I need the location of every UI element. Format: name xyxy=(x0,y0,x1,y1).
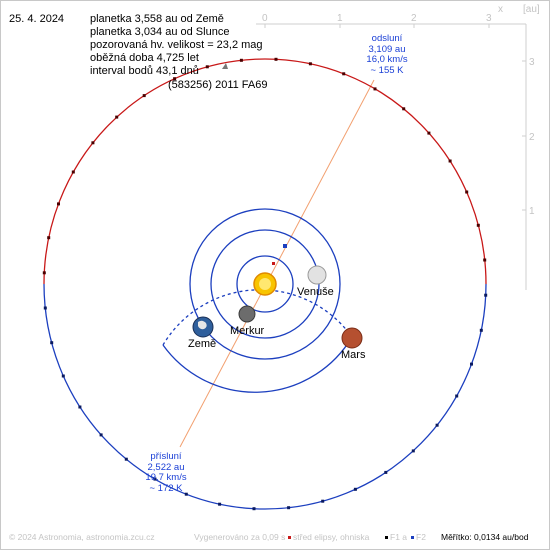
orbit-point xyxy=(484,293,488,297)
perihelion-title: přísluní xyxy=(150,451,182,462)
orbit-point xyxy=(373,87,377,91)
asteroid-name: (583256) 2011 FA69 xyxy=(168,79,268,91)
orbit-point xyxy=(47,236,51,240)
orbit-point xyxy=(384,470,388,474)
info-magnitude: pozorovaná hv. velikost = 23,2 mag xyxy=(90,39,263,51)
aphelion-label: odsluní 3,109 au 16,0 km/s ~ 155 K xyxy=(354,33,420,76)
unit-label: [au] xyxy=(523,4,540,15)
axes xyxy=(256,23,527,290)
aphelion-distance: 3,109 au xyxy=(368,43,406,55)
asteroid-orbit-above xyxy=(43,58,487,285)
asteroid-orbit-below xyxy=(43,283,487,510)
asteroid-marker xyxy=(222,63,228,69)
info-period: oběžná doba 4,725 let xyxy=(90,52,199,64)
y-tick-label: 1 xyxy=(529,206,535,217)
orbit-point xyxy=(184,492,188,496)
orbit-point xyxy=(50,341,54,345)
earth-orbit xyxy=(189,208,341,360)
footer-legend-centre: střed elipsy, ohniska xyxy=(288,532,369,542)
mercury xyxy=(238,305,256,323)
orbit-point xyxy=(465,190,469,194)
aphelion-temp: ~ 155 K xyxy=(370,64,404,76)
orbit-point xyxy=(42,271,46,275)
orbit-point xyxy=(115,115,119,119)
orbit-point xyxy=(274,57,278,61)
apsides-line xyxy=(179,79,375,448)
orbit-point xyxy=(57,202,60,206)
orbit-point xyxy=(483,258,487,262)
orbit-point xyxy=(78,405,82,409)
mercury-label: Merkur xyxy=(230,325,265,337)
venus-label: Venuše xyxy=(297,286,334,298)
mars-orbit-far xyxy=(162,289,353,346)
perihelion-temp: ~ 172 K xyxy=(149,482,183,494)
orbit-point xyxy=(99,433,103,437)
orbit-point xyxy=(205,65,209,69)
info-interval: interval bodů 43,1 dnů xyxy=(90,65,199,77)
info-distance-sun: planetka 3,034 au od Slunce xyxy=(90,26,230,38)
orbit-point xyxy=(308,62,312,66)
orbit-point xyxy=(427,131,431,135)
orbit-point xyxy=(173,77,177,81)
venus xyxy=(307,265,327,285)
legend-f2-swatch xyxy=(411,536,414,540)
orbit-point xyxy=(321,499,325,503)
y-tick-label: 2 xyxy=(529,132,535,143)
orbit-point xyxy=(342,72,346,76)
orbit-point xyxy=(142,94,146,98)
x-tick-label: 1 xyxy=(337,13,343,24)
sun xyxy=(253,272,277,296)
orbit-point xyxy=(402,107,406,111)
orbit-point xyxy=(470,362,473,366)
perihelion-speed: 19,7 km/s xyxy=(145,472,187,483)
orbit-point xyxy=(218,502,222,506)
footer-legend-f2: F2 xyxy=(411,532,426,542)
x-axis-label: x xyxy=(498,4,503,15)
orbit-point xyxy=(476,223,480,227)
perihelion-label: přísluní 2,522 au 19,7 km/s ~ 172 K xyxy=(133,451,199,494)
orbit-point xyxy=(411,449,415,453)
orbit-point xyxy=(353,487,357,491)
orbit-point xyxy=(61,374,65,378)
orbit-point xyxy=(239,58,243,62)
perihelion-distance: 2,522 au xyxy=(147,461,185,473)
info-distance-earth: planetka 3,558 au od Země xyxy=(90,13,224,25)
mars-orbit-near xyxy=(162,336,353,393)
orbit-point xyxy=(153,477,157,481)
ellipse-centre-marker xyxy=(272,262,275,265)
orbit-point xyxy=(91,141,95,145)
aphelion-title: odsluní xyxy=(371,33,403,44)
aphelion-speed: 16,0 km/s xyxy=(366,54,408,65)
footer-legend-f1: F1 a xyxy=(385,532,407,542)
orbit-interval-points xyxy=(42,57,488,511)
orbit-point xyxy=(479,328,483,332)
orbit-point xyxy=(435,423,439,427)
mars-label: Mars xyxy=(341,349,366,361)
y-tick-label: 3 xyxy=(529,57,535,68)
legend-centre-swatch xyxy=(288,536,291,540)
focus-f2-marker xyxy=(283,244,287,248)
earth-label: Země xyxy=(188,338,217,350)
orbit-point xyxy=(448,159,452,163)
legend-f1-swatch xyxy=(385,536,388,540)
footer-generated: Vygenerováno za 0,09 s xyxy=(194,532,286,542)
footer-scale: Měřítko: 0,0134 au/bod xyxy=(441,532,529,542)
orbit-point xyxy=(252,507,256,511)
mercury-orbit xyxy=(236,255,294,313)
footer-copyright: © 2024 Astronomia, astronomia.zcu.cz xyxy=(9,532,155,542)
orbit-point xyxy=(43,306,47,310)
earth xyxy=(192,316,214,338)
mars xyxy=(341,327,363,349)
orbit-point xyxy=(71,170,75,174)
x-tick-label: 0 xyxy=(262,13,268,24)
orbit-point xyxy=(287,506,291,510)
x-tick-label: 2 xyxy=(411,13,417,24)
orbit-point xyxy=(455,394,459,398)
x-tick-label: 3 xyxy=(486,13,492,24)
orbit-point xyxy=(124,457,128,461)
date-label: 25. 4. 2024 xyxy=(9,13,65,25)
